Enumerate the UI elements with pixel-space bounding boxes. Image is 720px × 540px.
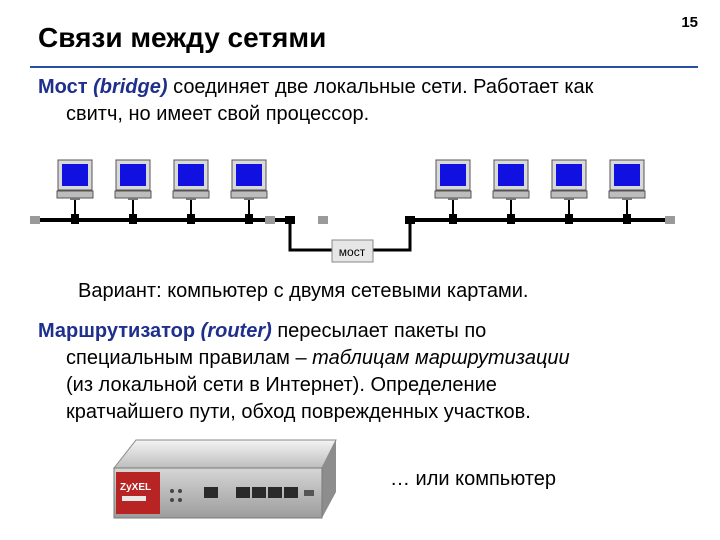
computer-icon-right-4	[608, 159, 646, 224]
slide-title: Связи между сетями	[38, 22, 327, 53]
right-network-bus	[318, 216, 675, 224]
router-line-1: Маршрутизатор (router) пересылает пакеты…	[38, 320, 487, 342]
bridge-line-1: Мост (bridge) соединяет две локальные се…	[38, 76, 594, 98]
router-alternative-note: … или компьютер	[390, 468, 556, 490]
router-paragraph: Маршрутизатор (router) пересылает пакеты…	[38, 318, 698, 426]
computer-icon-left-3	[172, 159, 210, 224]
computer-icon-left-2	[114, 159, 152, 224]
computers	[56, 159, 646, 224]
router-line-3: (из локальной сети в Интернет). Определе…	[66, 374, 497, 396]
bridge-network-diagram: мост	[30, 159, 675, 263]
bridge-paragraph: Мост (bridge) соединяет две локальные се…	[38, 74, 698, 128]
page-number: 15	[681, 14, 698, 31]
bridge-label: мост	[339, 245, 366, 259]
router-term: Маршрутизатор (router)	[38, 320, 272, 342]
bridge-links	[285, 216, 415, 252]
variant-text: Вариант: компьютер с двумя сетевыми карт…	[78, 280, 529, 302]
router-device-image: ZyXEL	[112, 439, 337, 519]
computer-icon-left-1	[56, 159, 94, 224]
computer-icon-right-2	[492, 159, 530, 224]
title-divider	[30, 66, 698, 68]
bridge-term: Мост (bridge)	[38, 76, 168, 98]
computer-icon-right-3	[550, 159, 588, 224]
computer-icon-left-4	[230, 159, 268, 224]
bridge-line-2: свитч, но имеет свой процессор.	[66, 103, 370, 125]
router-line-2: специальным правилам – таблицам маршрути…	[66, 347, 570, 369]
router-line-4: кратчайшего пути, обход поврежденных уча…	[66, 401, 531, 423]
router-brand-logo: ZyXEL	[120, 482, 151, 493]
computer-icon-right-1	[434, 159, 472, 224]
bridge-device: мост	[331, 239, 374, 263]
